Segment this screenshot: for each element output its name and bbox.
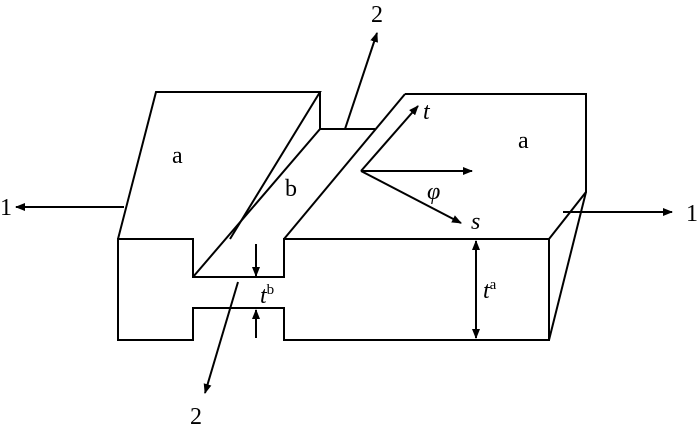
left-top-face xyxy=(117,91,322,240)
axis-1-right-label: 1 xyxy=(686,201,698,227)
t-axis-arrow xyxy=(360,105,419,172)
s-axis-arrow xyxy=(360,170,462,224)
coordinate-system xyxy=(360,105,473,224)
axis-2-bottom-arrow xyxy=(203,281,239,394)
plate-outline xyxy=(117,91,587,341)
axis-2-top-arrow xyxy=(344,32,378,130)
axis-2-bottom-label: 2 xyxy=(190,404,202,429)
t-axis-label: t xyxy=(423,99,431,125)
axis-1-left-label: 1 xyxy=(0,195,12,221)
region-a-right-label: a xyxy=(518,128,529,154)
axis-2-top-label: 2 xyxy=(371,2,383,28)
phi-label: φ xyxy=(427,179,440,205)
ta-label: ta xyxy=(483,277,497,304)
groove-right-edge xyxy=(283,93,406,240)
right-top-face xyxy=(405,93,587,240)
groove-b-label: b xyxy=(285,176,297,202)
right-back-edge xyxy=(548,191,587,341)
region-a-left-label: a xyxy=(172,143,183,169)
tb-label: tb xyxy=(260,282,274,309)
s-axis-label: s xyxy=(471,209,480,235)
